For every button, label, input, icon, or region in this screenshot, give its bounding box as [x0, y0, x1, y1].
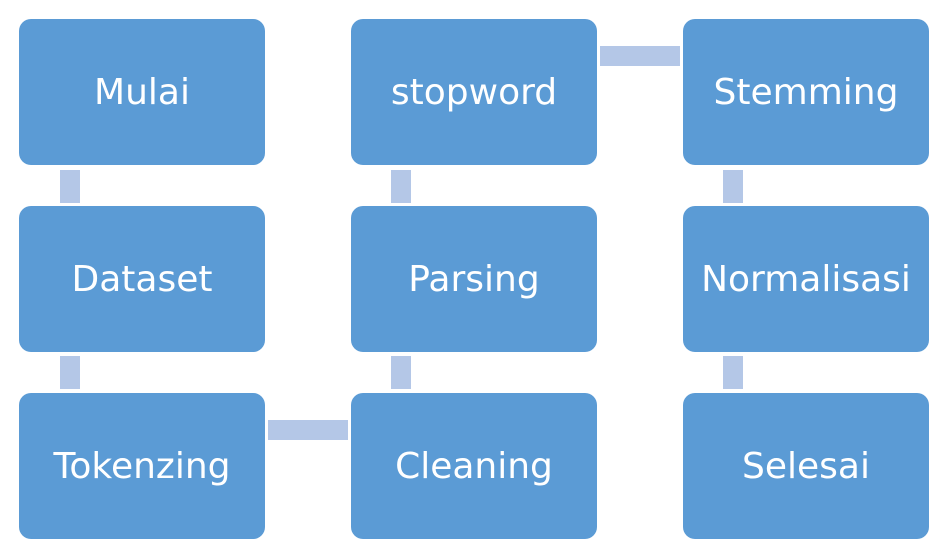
node-tokenzing: Tokenzing	[19, 393, 265, 539]
connector-dataset-tokenzing	[60, 356, 80, 389]
node-dataset: Dataset	[19, 206, 265, 352]
node-label: Normalisasi	[701, 258, 911, 300]
node-stemming: Stemming	[683, 19, 929, 165]
node-normalisasi: Normalisasi	[683, 206, 929, 352]
connector-parsing-stopword	[391, 170, 411, 203]
node-label: Cleaning	[395, 445, 553, 487]
node-label: Stemming	[713, 71, 899, 113]
node-cleaning: Cleaning	[351, 393, 597, 539]
node-label: Tokenzing	[53, 445, 231, 487]
node-label: Parsing	[408, 258, 540, 300]
node-mulai: Mulai	[19, 19, 265, 165]
node-label: stopword	[390, 71, 558, 113]
node-selesai: Selesai	[683, 393, 929, 539]
node-label: Mulai	[94, 71, 190, 113]
node-label: Selesai	[742, 445, 870, 487]
connector-stemming-normalisasi	[723, 170, 743, 203]
connector-cleaning-parsing	[391, 356, 411, 389]
node-label: Dataset	[71, 258, 213, 300]
connector-stopword-stemming	[600, 46, 680, 66]
connector-normalisasi-selesai	[723, 356, 743, 389]
connector-tokenzing-cleaning	[268, 420, 348, 440]
node-stopword: stopword	[351, 19, 597, 165]
node-parsing: Parsing	[351, 206, 597, 352]
connector-mulai-dataset	[60, 170, 80, 203]
